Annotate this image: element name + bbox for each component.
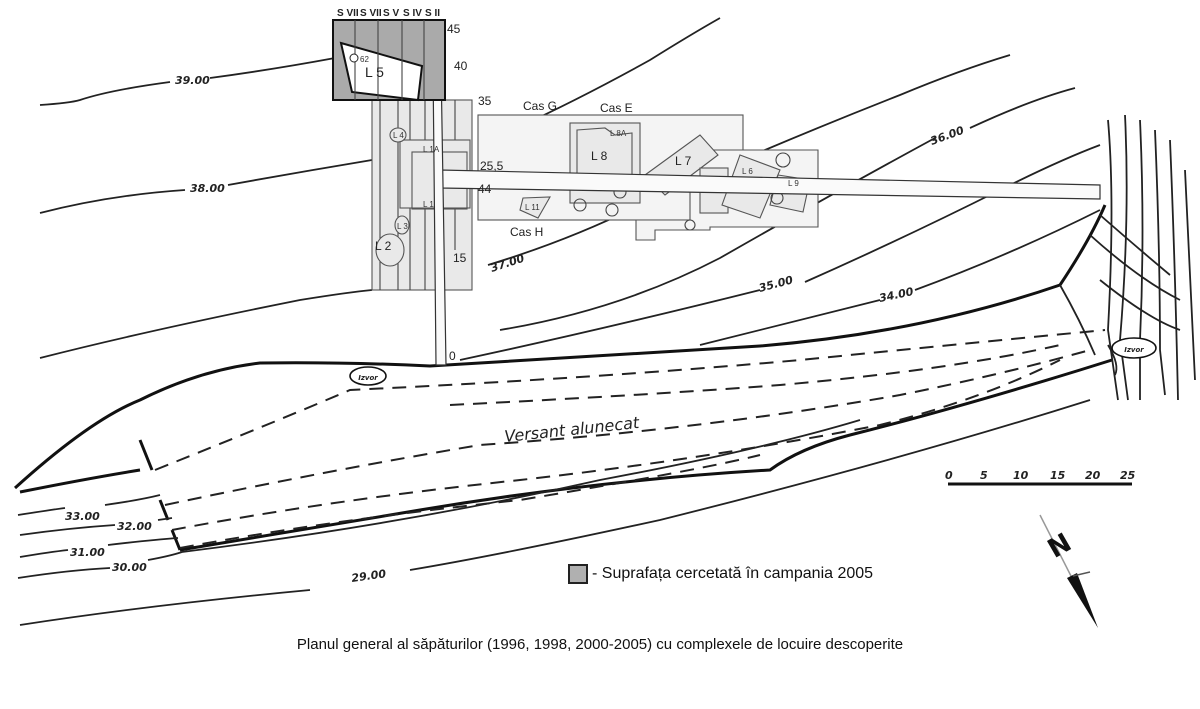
point-label: 62 [360, 55, 369, 64]
l9-label: L 9 [788, 179, 799, 188]
contour-29 [19, 399, 1091, 626]
scale-tick-label: 20 [1085, 469, 1101, 482]
l6-label: L 6 [742, 167, 753, 176]
contour-36 [499, 87, 1076, 331]
scale-tick-label: 5 [980, 469, 988, 482]
contour-label-32: 32.00 [117, 520, 152, 533]
section-label: S VII [360, 8, 382, 19]
spring-label-east: Izvor [1124, 346, 1144, 354]
contour-33 [17, 494, 161, 516]
mark-44: 44 [478, 182, 492, 196]
section-label: S V [383, 8, 399, 19]
contour-32 [19, 517, 173, 536]
figure-caption: Planul general al săpăturilor (1996, 199… [296, 636, 904, 653]
contour-label-36: 36.00 [929, 124, 966, 148]
north-arrow-icon: N [1039, 514, 1098, 628]
l7-label: L 7 [675, 154, 692, 168]
l3-label: L 3 [397, 222, 408, 231]
contour-label-34: 34.00 [878, 285, 915, 305]
l11-outline [519, 196, 551, 219]
l11-label: L 11 [525, 203, 540, 212]
l3-pit [394, 215, 410, 235]
dashed-contour-4 [179, 454, 761, 549]
contour-label-37: 37.00 [489, 252, 526, 275]
l1-label: L 1 [423, 200, 434, 209]
contour-label-39: 39.00 [175, 74, 210, 87]
dashed-contour-1 [154, 329, 1106, 471]
contour-label-30: 30.00 [112, 561, 147, 574]
contour-label-29: 29.00 [351, 567, 388, 585]
contour-34 [699, 209, 1101, 346]
contour-39 [39, 57, 336, 106]
stream-lines [1107, 114, 1196, 401]
mark-15: 15 [453, 251, 467, 265]
slide-west-edge [138, 439, 182, 551]
l8a-label: L 8A [610, 129, 627, 138]
slope-label: Versant alunecat [503, 413, 640, 446]
scale-tick-label: 0 [945, 469, 953, 482]
section-label: S IV [403, 8, 422, 19]
contour-label-38: 38.00 [190, 182, 225, 195]
section-label: S II [425, 8, 440, 19]
l2-label: L 2 [375, 239, 392, 253]
contour-30 [17, 419, 861, 579]
legend-label: - Suprafața cercetată în campania 2005 [592, 565, 874, 582]
cas-g-label: Cas G [523, 99, 557, 113]
slide-lower-edge [19, 358, 1113, 552]
scale-tick-label: 15 [1050, 469, 1066, 482]
legend: - Suprafața cercetată în campania 2005 [568, 564, 873, 584]
dashed-contour-5 [449, 344, 1061, 406]
l5-label: L 5 [365, 64, 384, 80]
contour-label-35: 35.00 [757, 273, 794, 295]
section-label: S VII [337, 8, 359, 19]
stream-side [1089, 214, 1181, 331]
slide-upper-edge [13, 204, 1107, 490]
scale-tick-label: 25 [1120, 469, 1136, 482]
contour-label-31: 31.00 [70, 546, 105, 559]
mark-35: 35 [478, 94, 492, 108]
scale-tick-label: 10 [1013, 469, 1029, 482]
mark-40: 40 [454, 59, 468, 73]
north-label: N [1043, 528, 1077, 565]
spring-marker-west [349, 366, 387, 386]
l4-label: L 4 [393, 131, 404, 140]
l8-label: L 8 [591, 149, 608, 163]
contour-31 [19, 537, 179, 558]
legend-swatch [568, 564, 588, 584]
spring-marker-east [1111, 337, 1157, 359]
cas-h-label: Cas H [510, 225, 543, 239]
spring-label-west: Izvor [358, 374, 378, 382]
mark-45: 45 [447, 22, 461, 36]
l1a-label: L 1A [423, 145, 440, 154]
point-marker [349, 53, 359, 63]
dashed-contour-2 [164, 349, 1091, 506]
l2-pit [375, 233, 405, 267]
l4-pit [389, 127, 407, 143]
section-labels: S VII S VII S V S IV S II [337, 8, 440, 19]
cas-e-label: Cas E [600, 101, 633, 115]
contour-label-33: 33.00 [65, 510, 100, 523]
mark-0: 0 [449, 349, 456, 363]
dashed-contour-3 [171, 359, 1061, 531]
scale-bar: 0 5 10 15 20 25 [945, 469, 1136, 486]
mark-25-5: 25,5 [480, 159, 504, 173]
